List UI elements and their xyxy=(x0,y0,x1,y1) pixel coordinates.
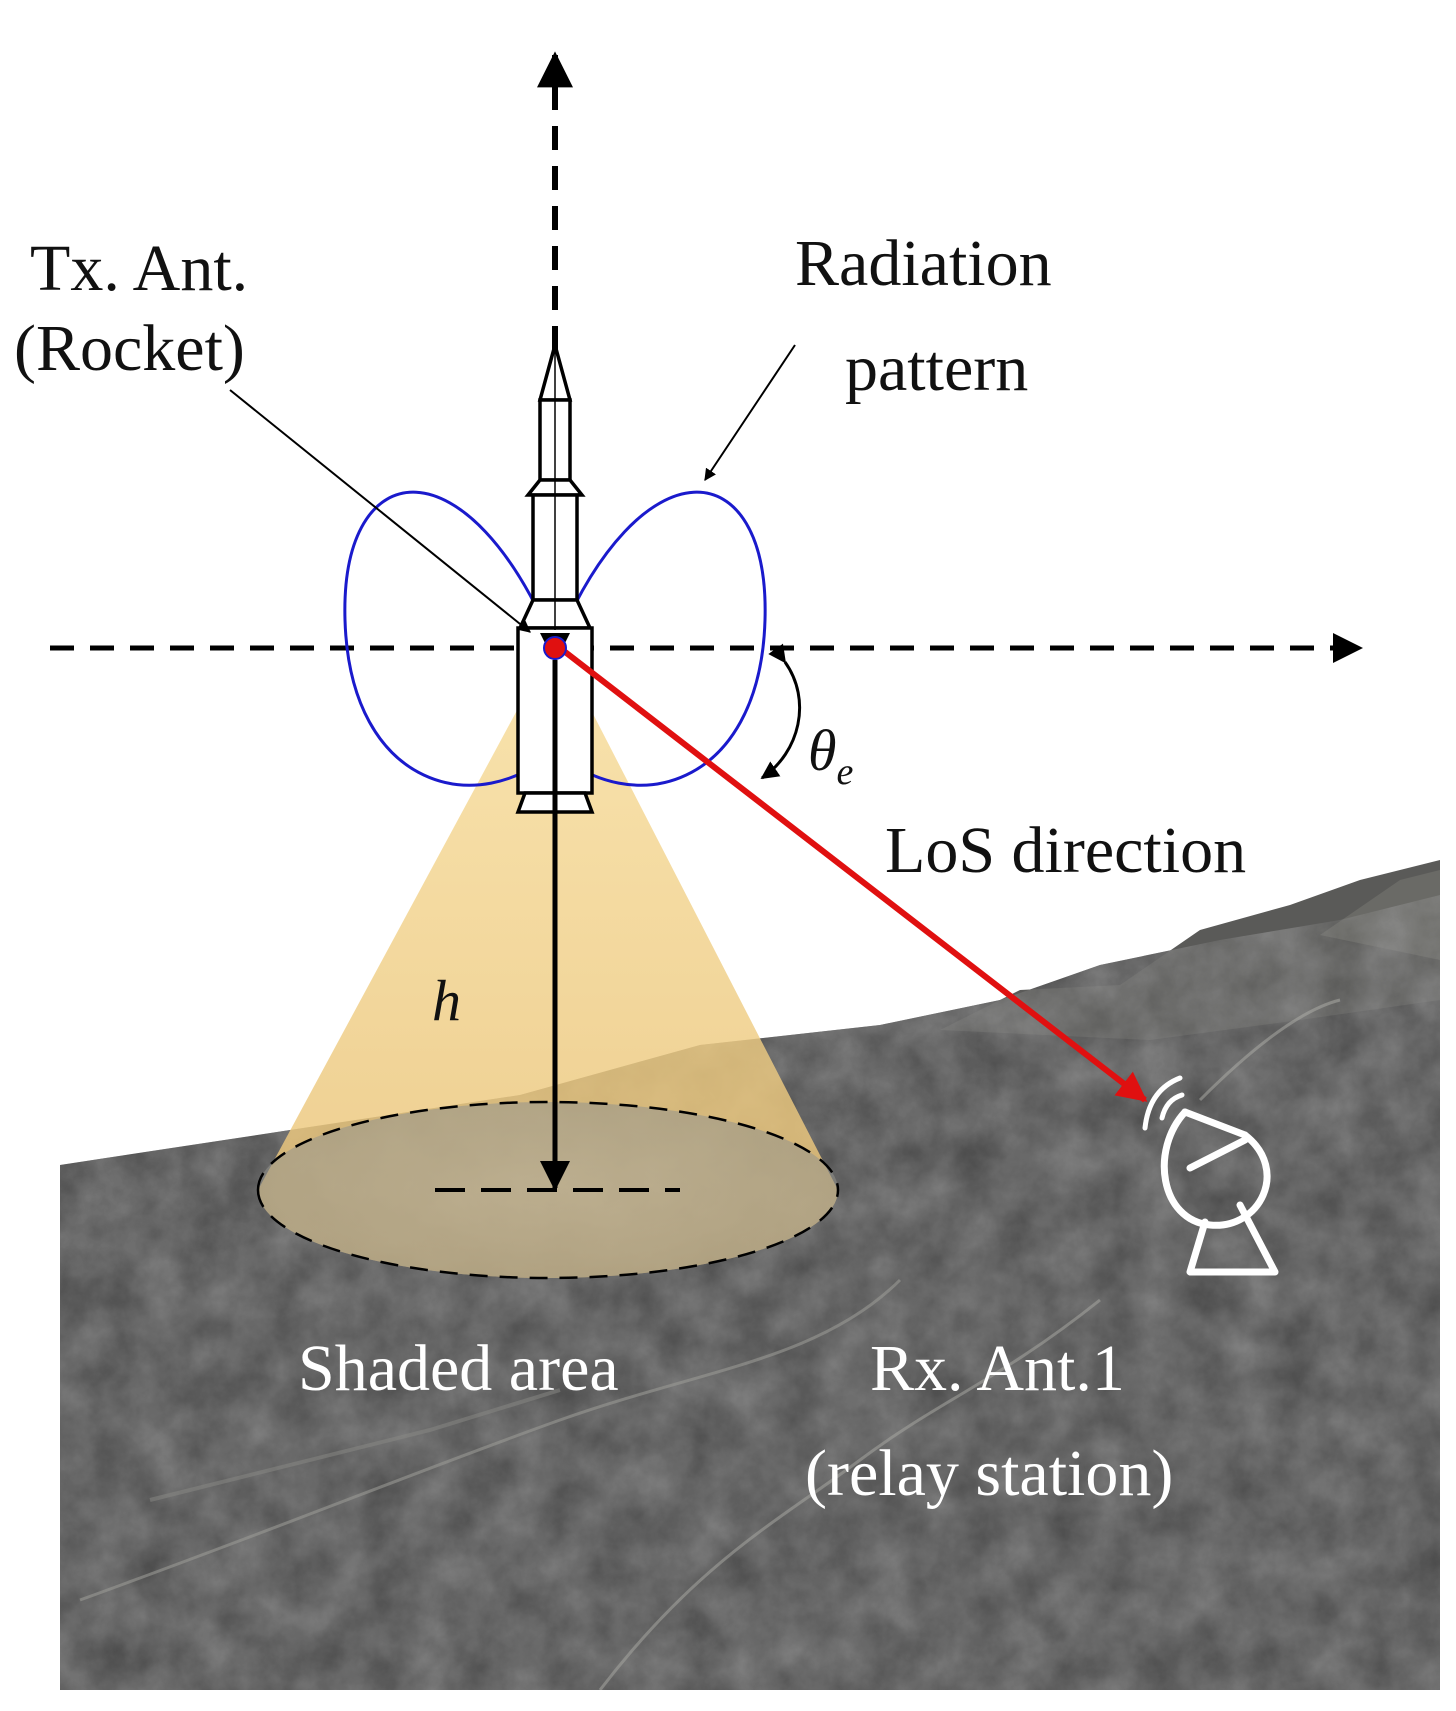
radiation-label-pointer xyxy=(704,344,796,481)
tx-label-line2: (Rocket) xyxy=(14,312,245,385)
satellite-dish-icon xyxy=(1142,1075,1279,1276)
terrain-background xyxy=(60,860,1440,1690)
tx-label-pointer xyxy=(229,389,531,633)
tx-label-line1: Tx. Ant. xyxy=(30,232,248,305)
rx-label-line2: (relay station) xyxy=(805,1437,1173,1510)
elevation-angle-arc xyxy=(760,643,802,780)
rx-label-line1: Rx. Ant.1 xyxy=(870,1332,1125,1405)
height-label: h xyxy=(432,968,461,1033)
radiation-pattern-lobes xyxy=(343,490,767,787)
radiation-label-line1: Radiation xyxy=(795,227,1052,300)
shaded-area-label: Shaded area xyxy=(298,1332,619,1405)
cone-base-back-edge xyxy=(256,1100,840,1191)
radiation-label-line2: pattern xyxy=(845,332,1028,405)
tx-point xyxy=(543,636,567,660)
los-label: LoS direction xyxy=(885,814,1246,887)
los-arrow xyxy=(558,645,1148,1103)
cone-base-front-edge xyxy=(256,1189,840,1280)
theta-symbol: θe xyxy=(808,718,854,793)
